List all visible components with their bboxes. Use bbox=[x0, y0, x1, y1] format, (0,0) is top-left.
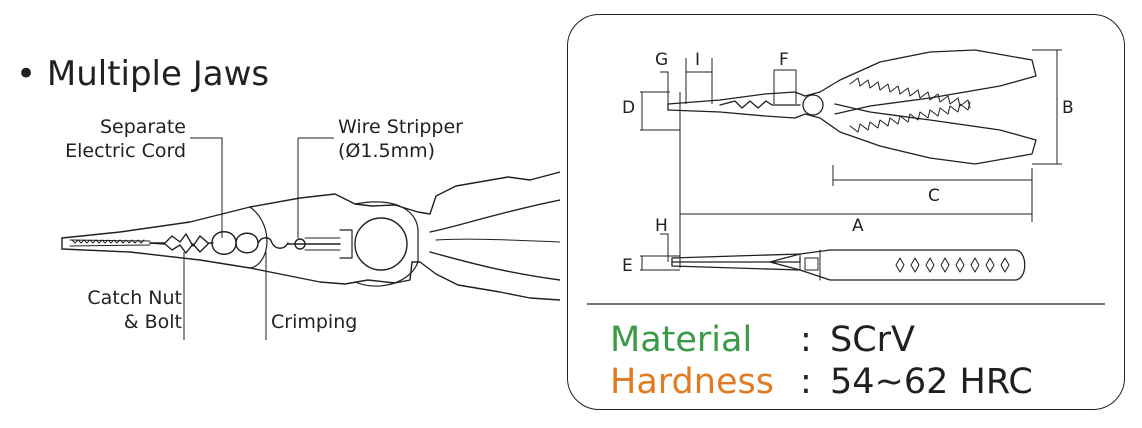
pivot-rivet bbox=[354, 217, 408, 271]
dim-label-I: I bbox=[695, 50, 701, 70]
callout-catch-nut: Catch Nut & Bolt bbox=[40, 286, 182, 334]
dim-line-I bbox=[685, 58, 713, 104]
callout-catch-nut-line2: & Bolt bbox=[123, 311, 182, 333]
dim-line-B bbox=[1032, 49, 1062, 165]
dim-label-D: D bbox=[622, 98, 636, 118]
spec-label-hardness: Hardness bbox=[610, 362, 774, 402]
spec-colon: : bbox=[800, 320, 812, 360]
pliers-jaws-illustration bbox=[61, 137, 560, 340]
dim-line-G bbox=[660, 71, 669, 104]
pliers-upper-jaw-outline bbox=[61, 171, 560, 239]
spec-colon: : bbox=[800, 362, 812, 402]
section-title: • Multiple Jaws bbox=[16, 54, 270, 94]
pliers-handle-outline bbox=[429, 199, 560, 281]
callout-separate-cord: Separate Electric Cord bbox=[40, 115, 186, 163]
side-view-pliers bbox=[671, 249, 1026, 281]
callout-separate-cord-line1: Separate bbox=[99, 116, 186, 138]
callout-catch-nut-line1: Catch Nut bbox=[87, 287, 182, 309]
dim-label-H: H bbox=[655, 216, 668, 236]
dim-line-H bbox=[660, 233, 669, 262]
top-view-jaw bbox=[667, 49, 1037, 115]
spec-value-hardness: 54~62 HRC bbox=[830, 362, 1033, 402]
callout-separate-cord-line2: Electric Cord bbox=[65, 140, 186, 162]
dim-label-B: B bbox=[1062, 98, 1074, 118]
catch-nut-bolt-serrations bbox=[149, 233, 214, 247]
dim-label-A: A bbox=[852, 216, 864, 236]
leader-separate-cord bbox=[190, 137, 223, 238]
callout-wire-stripper-line2: (Ø1.5mm) bbox=[338, 140, 436, 162]
side-view-grip-diamonds bbox=[895, 257, 1010, 273]
crimping-section bbox=[257, 237, 289, 249]
dim-line-E bbox=[640, 255, 680, 271]
dim-label-G: G bbox=[655, 50, 669, 70]
spec-value-material: SCrV bbox=[830, 320, 915, 360]
dim-line-F bbox=[773, 69, 797, 104]
callout-wire-stripper-line1: Wire Stripper bbox=[338, 116, 463, 138]
dim-line-C bbox=[832, 165, 1033, 186]
dim-line-D bbox=[640, 91, 680, 131]
spec-row-material: Material: SCrV bbox=[610, 320, 915, 360]
spec-panel bbox=[567, 14, 1125, 410]
dim-label-F: F bbox=[779, 50, 789, 70]
dim-label-E: E bbox=[622, 256, 633, 276]
dim-line-A bbox=[679, 92, 1033, 268]
spec-row-hardness: Hardness:54~62 HRC bbox=[610, 362, 1033, 402]
callout-wire-stripper: Wire Stripper (Ø1.5mm) bbox=[338, 115, 463, 163]
spec-label-material: Material bbox=[610, 320, 753, 360]
dim-label-C: C bbox=[928, 186, 940, 206]
top-view-pivot bbox=[802, 94, 824, 116]
top-view-handle-grip bbox=[849, 77, 971, 109]
callout-crimping: Crimping bbox=[271, 311, 358, 333]
